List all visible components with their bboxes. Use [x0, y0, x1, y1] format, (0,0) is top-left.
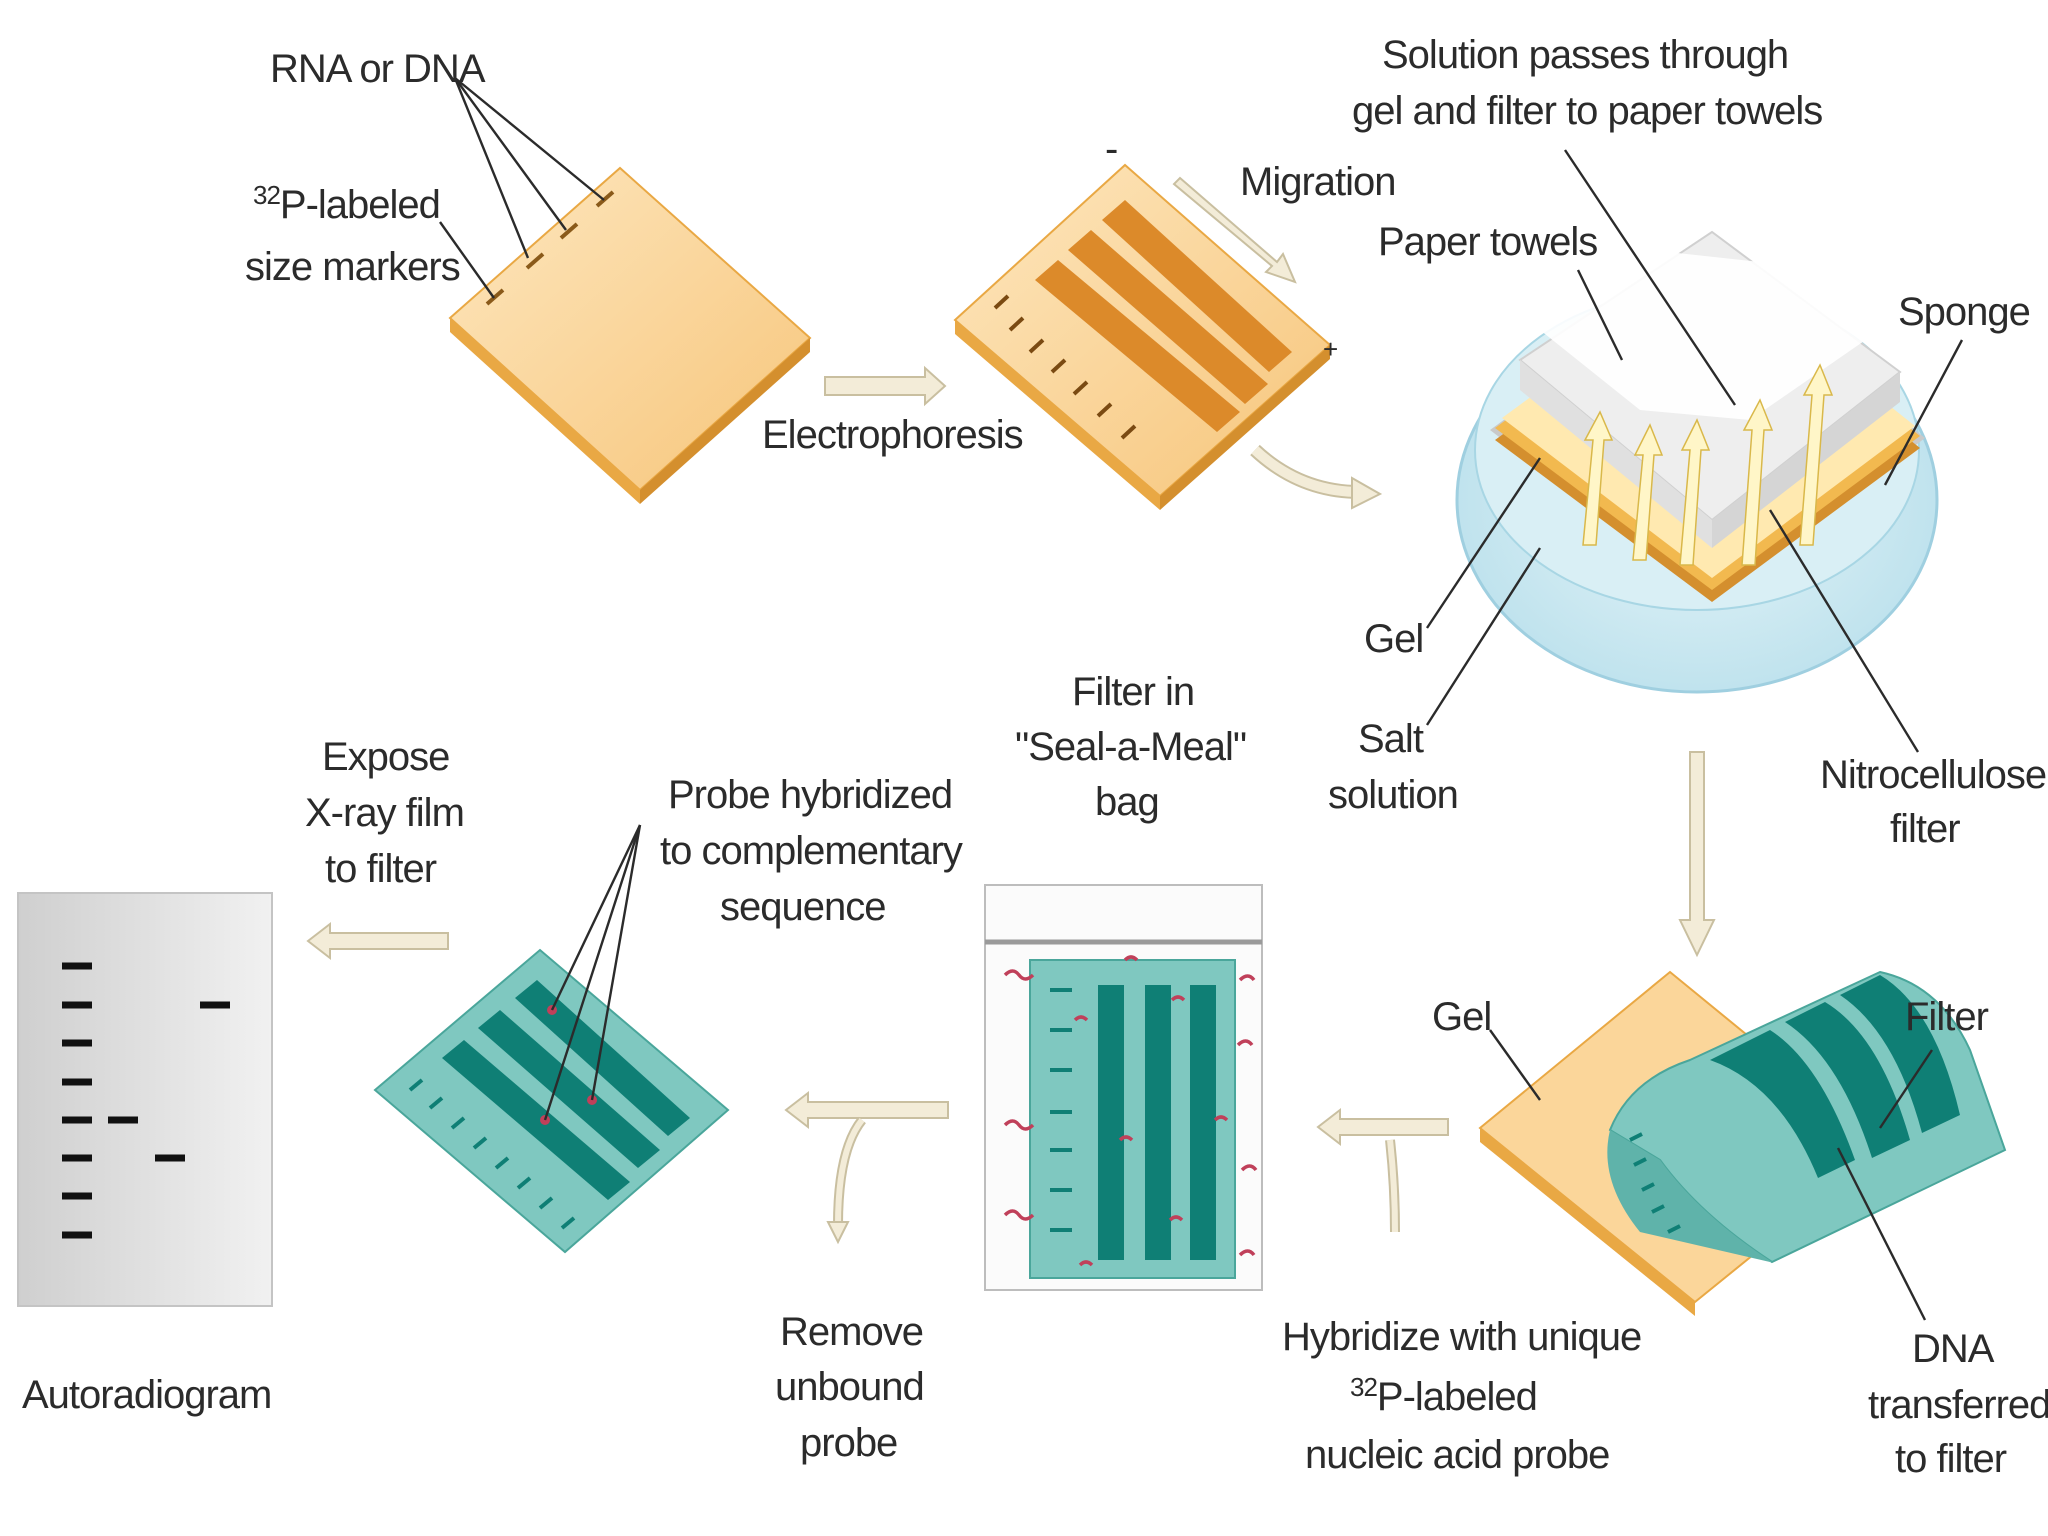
label-lead-lines-step3: [1425, 149, 1964, 753]
label-lead-lines-step1: [439, 77, 605, 299]
label-hyb-line2: 32P-labeled: [1350, 1372, 1537, 1419]
filter-marker-bands: [1629, 1132, 1681, 1234]
label-expose-line1: Expose: [322, 735, 449, 779]
autoradiogram-film: [17, 892, 273, 1307]
label-lead-lines-step4: [1489, 1029, 1933, 1321]
gel-with-samples: [448, 166, 812, 504]
label-expose-line3: to filter: [325, 847, 437, 891]
arrow-to-autoradiogram: [306, 921, 449, 961]
label-salt-line1: Salt: [1358, 717, 1424, 761]
bag-filter-lanes: [1098, 985, 1216, 1260]
label-solution-line2: gel and filter to paper towels: [1352, 89, 1822, 133]
gel-lanes: [1035, 200, 1292, 432]
label-salt-line2: solution: [1328, 773, 1458, 817]
bag-marker-bands: [1050, 988, 1072, 1232]
label-dna-line2: transferred: [1868, 1383, 2048, 1427]
label-dna-line3: to filter: [1895, 1437, 2007, 1481]
label-gel-top: Gel: [1364, 617, 1423, 661]
arrow-to-electrophoresis: [824, 365, 947, 407]
label-rna-or-dna: RNA or DNA: [270, 47, 486, 91]
gel-and-filter-separated: [1478, 970, 2007, 1316]
label-size-markers-line1: 32P-labeled: [253, 180, 440, 227]
label-remove-line3: probe: [800, 1421, 897, 1465]
label-lead-lines-step6: [543, 824, 642, 1121]
label-remove-line2: unbound: [775, 1365, 924, 1409]
transferred-filter: [1607, 970, 2007, 1264]
label-migration: Migration: [1240, 160, 1396, 204]
label-minus-sign: -: [1105, 127, 1117, 171]
label-plus-sign: +: [1323, 334, 1337, 364]
label-dna-line1: DNA: [1912, 1327, 1995, 1371]
capillary-transfer-apparatus: [1455, 230, 1939, 694]
label-hyb-line1: Hybridize with unique: [1282, 1315, 1641, 1359]
sample-wells: [485, 190, 615, 306]
label-probe-line3: sequence: [720, 885, 885, 929]
arrow-to-hybridize: [1316, 1107, 1449, 1233]
label-bag-line3: bag: [1095, 780, 1159, 824]
label-remove-line1: Remove: [780, 1310, 923, 1354]
label-probe-line2: to complementary: [660, 829, 963, 873]
label-filter: Filter: [1905, 995, 1989, 1039]
label-bag-line2: "Seal-a-Meal": [1015, 725, 1246, 769]
arrow-to-remove-probe: [784, 1090, 949, 1245]
label-gel-bottom: Gel: [1432, 995, 1491, 1039]
label-size-markers-line2: size markers: [245, 245, 460, 289]
filter-dna-bands: [1710, 975, 1960, 1178]
label-bag-line1: Filter in: [1072, 670, 1194, 714]
label-probe-line1: Probe hybridized: [668, 773, 952, 817]
seal-a-meal-bag: [984, 884, 1263, 1291]
label-nitro-line1: Nitrocellulose: [1820, 753, 2046, 797]
text-labels: RNA or DNA 32P-labeled size markers Elec…: [22, 33, 2048, 1481]
electrophoresed-gel: [953, 163, 1332, 510]
label-expose-line2: X-ray film: [305, 791, 464, 835]
autoradiogram-bands: [62, 962, 230, 1239]
label-nitro-line2: filter: [1890, 807, 1960, 851]
label-paper-towels: Paper towels: [1378, 220, 1597, 264]
free-probe-molecules: [1003, 955, 1258, 1267]
marker-bands: [993, 294, 1137, 440]
arrow-down-to-transfer-result: [1678, 751, 1716, 958]
migration-arrow: [1172, 176, 1297, 284]
label-electrophoresis: Electrophoresis: [762, 413, 1023, 457]
label-hyb-line3: nucleic acid probe: [1305, 1433, 1609, 1477]
hybridized-marker-bands: [408, 1078, 576, 1230]
flow-arrows: [1582, 363, 1834, 566]
hybridized-lanes: [442, 980, 690, 1200]
arrow-to-transfer: [1250, 444, 1383, 510]
label-autoradiogram: Autoradiogram: [22, 1373, 271, 1417]
label-sponge: Sponge: [1898, 290, 2030, 334]
label-solution-line1: Solution passes through: [1382, 33, 1788, 77]
